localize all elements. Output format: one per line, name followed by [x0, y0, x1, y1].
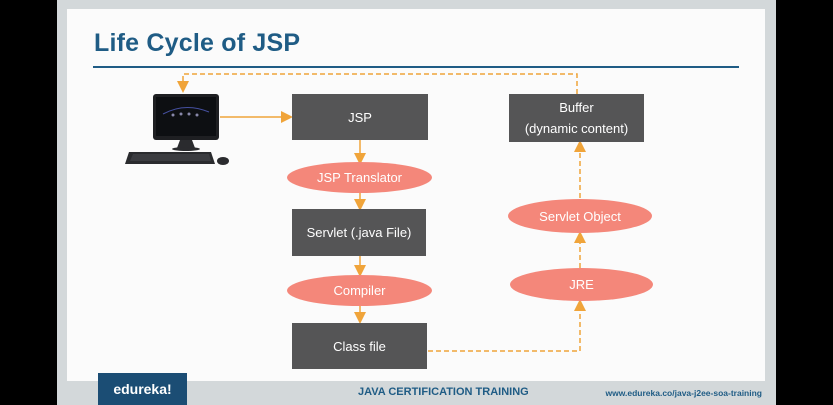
slide-canvas: [67, 9, 765, 381]
class-file-box: Class file: [292, 323, 427, 369]
compiler-pill: Compiler: [287, 275, 432, 306]
arrow-buffer-to-client: [177, 73, 578, 94]
servlet-object-pill: Servlet Object: [508, 199, 652, 233]
edureka-logo: edureka!: [98, 373, 187, 405]
footer-url: www.edureka.co/java-j2ee-soa-training: [605, 388, 762, 398]
slide-title: Life Cycle of JSP: [94, 29, 301, 57]
jsp-box: JSP: [292, 94, 428, 140]
footer-course-title: JAVA CERTIFICATION TRAINING: [358, 386, 529, 398]
jre-pill: JRE: [510, 268, 653, 301]
title-divider: [93, 66, 739, 68]
jsp-translator-pill: JSP Translator: [287, 162, 432, 193]
servlet-box: Servlet (.java File): [292, 209, 426, 256]
arrow-class-to-jre: [428, 299, 586, 352]
desktop-computer-icon: [125, 94, 229, 165]
buffer-box: Buffer (dynamic content): [509, 94, 644, 142]
